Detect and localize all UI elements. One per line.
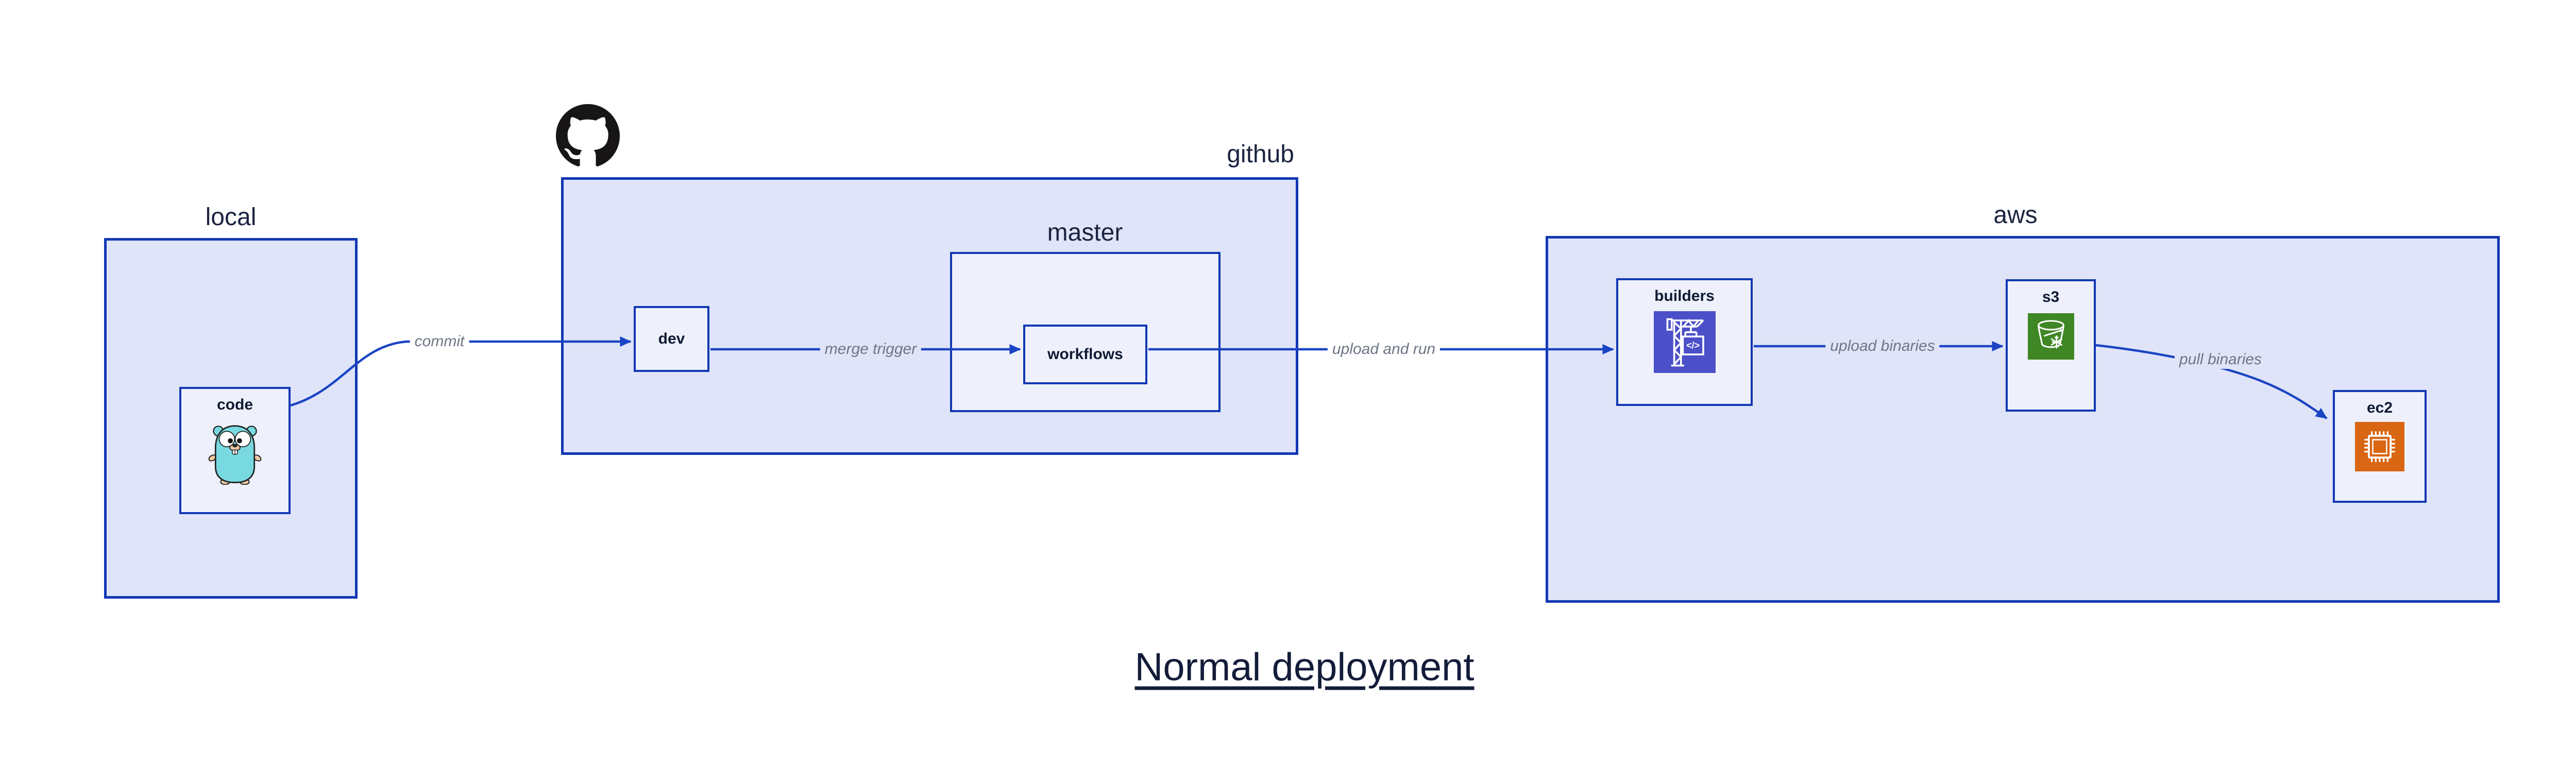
group-label-local: local [205, 203, 257, 231]
group-label-master: master [1047, 219, 1123, 246]
edge-label-commit: commit [410, 332, 469, 351]
node-workflows: workflows [1023, 325, 1147, 384]
node-s3: s3 [2006, 279, 2096, 412]
node-builders-label: builders [1654, 287, 1715, 304]
node-dev: dev [634, 306, 709, 372]
node-builders: builders </> [1616, 278, 1753, 406]
node-ec2: ec2 [2333, 390, 2427, 503]
node-dev-label: dev [658, 330, 685, 347]
group-label-aws: aws [1993, 201, 2038, 229]
edge-label-pull-binaries: pull binaries [2174, 350, 2267, 369]
node-code: code [179, 387, 291, 514]
codebuild-crane-icon: </> [1653, 311, 1716, 373]
node-code-label: code [216, 396, 253, 413]
node-ec2-label: ec2 [2366, 399, 2393, 416]
node-workflows-label: workflows [1047, 346, 1123, 363]
svg-text:</>: </> [1686, 341, 1700, 351]
edge-label-upload-binaries: upload binaries [1825, 337, 1940, 355]
edge-label-merge-trigger: merge trigger [820, 340, 922, 359]
go-gopher-icon [208, 425, 262, 485]
group-label-github: github [1227, 141, 1294, 168]
ec2-chip-icon [2355, 422, 2404, 471]
s3-glacier-bucket-icon [2027, 313, 2074, 360]
github-octocat-icon [556, 104, 620, 166]
edge-label-upload-and-run: upload and run [1327, 340, 1440, 359]
diagram-title: Normal deployment [1134, 645, 1475, 689]
node-s3-label: s3 [2042, 288, 2060, 305]
